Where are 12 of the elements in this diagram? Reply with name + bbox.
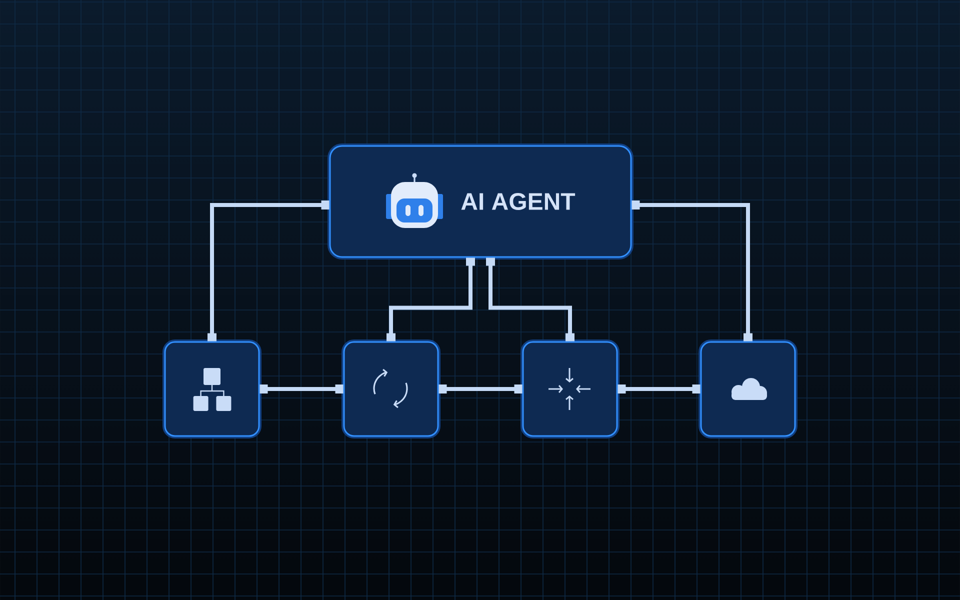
agent-box: AI AGENT xyxy=(328,144,634,260)
connector xyxy=(618,384,700,394)
icon-tile xyxy=(698,340,798,438)
connector xyxy=(632,200,752,342)
connector xyxy=(486,258,574,342)
connector xyxy=(438,384,522,394)
icon-tile xyxy=(520,340,620,438)
icon-tile xyxy=(162,340,262,438)
connector xyxy=(260,384,344,394)
connector xyxy=(386,258,475,342)
connector xyxy=(208,200,330,342)
icon-tile xyxy=(342,340,440,438)
